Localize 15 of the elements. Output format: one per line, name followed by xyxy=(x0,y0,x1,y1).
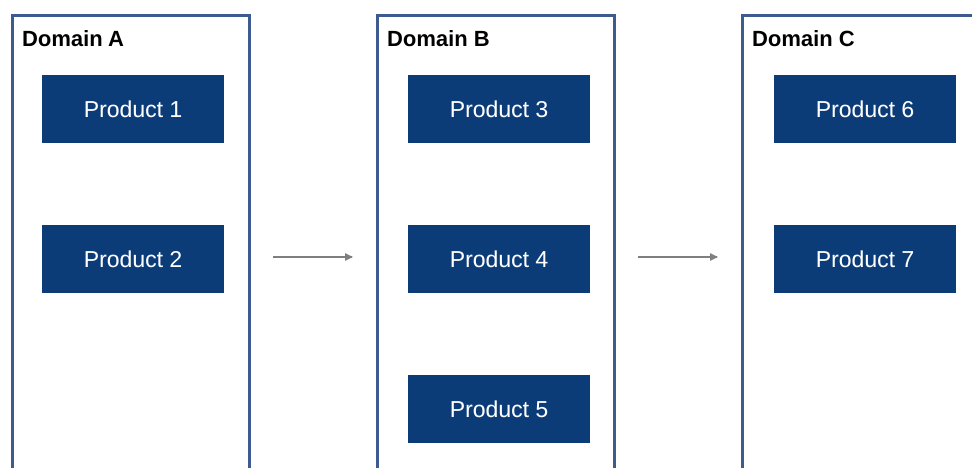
product-box: Product 6 xyxy=(774,75,956,143)
arrow xyxy=(638,253,718,261)
domain-panel xyxy=(376,14,616,468)
domain-heading: Domain B xyxy=(387,25,490,52)
product-box: Product 5 xyxy=(408,375,590,443)
product-box: Product 7 xyxy=(774,225,956,293)
product-box: Product 4 xyxy=(408,225,590,293)
domain-panel xyxy=(11,14,251,468)
domain-heading: Domain A xyxy=(22,25,124,52)
arrow xyxy=(273,253,353,261)
domain-panel xyxy=(741,14,972,468)
product-box: Product 3 xyxy=(408,75,590,143)
product-box: Product 1 xyxy=(42,75,224,143)
product-box: Product 2 xyxy=(42,225,224,293)
domain-heading: Domain C xyxy=(752,25,855,52)
